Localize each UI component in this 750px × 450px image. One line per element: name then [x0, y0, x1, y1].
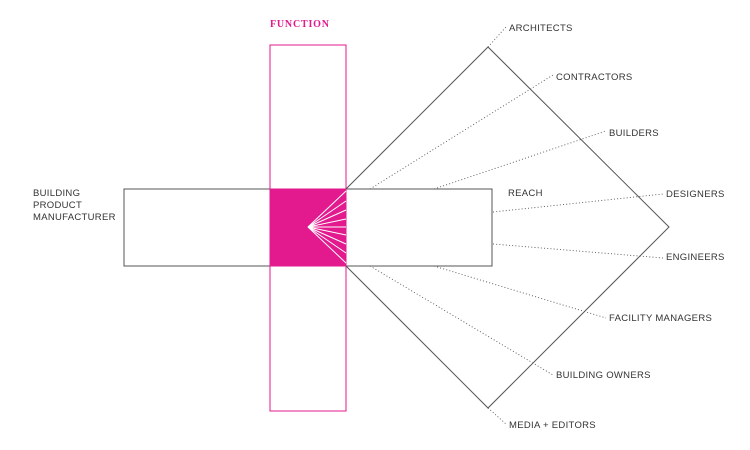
manufacturer-label-line1: BUILDING: [33, 188, 80, 199]
fan-ray: [307, 200, 347, 228]
fan-ray: [307, 190, 347, 228]
dotted-leaders: [369, 26, 664, 425]
fan-ray: [307, 226, 347, 264]
fan-ray: [307, 209, 347, 228]
manufacturer-bar: [123, 188, 271, 267]
leader-line-facility-managers: [433, 265, 607, 319]
audience-label-contractors: CONTRACTORS: [556, 72, 633, 83]
fan-ray: [307, 218, 347, 228]
audience-label-media-editors: MEDIA + EDITORS: [509, 420, 596, 431]
fan-ray: [307, 226, 347, 254]
fan-ray: [307, 226, 347, 245]
manufacturer-label-line2: PRODUCT: [33, 200, 82, 211]
audience-label-building-owners: BUILDING OWNERS: [556, 370, 651, 381]
audience-label-architects: ARCHITECTS: [509, 23, 573, 34]
leader-line-architects: [487, 26, 507, 48]
fan-ray: [307, 226, 347, 236]
leader-line-contractors: [369, 74, 554, 190]
reach-bar: [345, 188, 493, 267]
leader-line-builders: [433, 130, 607, 190]
reach-diamond: [345, 46, 670, 409]
function-label: FUNCTION: [270, 19, 330, 30]
reach-label: REACH: [508, 188, 543, 199]
leader-line-engineers: [492, 243, 664, 259]
audience-labels: ARCHITECTS CONTRACTORS BUILDERS DESIGNERS EN…: [509, 23, 725, 431]
audience-label-engineers: ENGINEERS: [666, 252, 725, 263]
leader-line-building-owners: [369, 265, 554, 376]
fan-rays: [307, 190, 347, 264]
leader-line-media-editors: [487, 407, 507, 425]
audience-label-designers: DESIGNERS: [666, 189, 725, 200]
audience-label-facility-managers: FACILITY MANAGERS: [609, 313, 712, 324]
manufacturer-label-line3: MANUFACTURER: [33, 212, 116, 223]
audience-label-builders: BUILDERS: [609, 128, 659, 139]
